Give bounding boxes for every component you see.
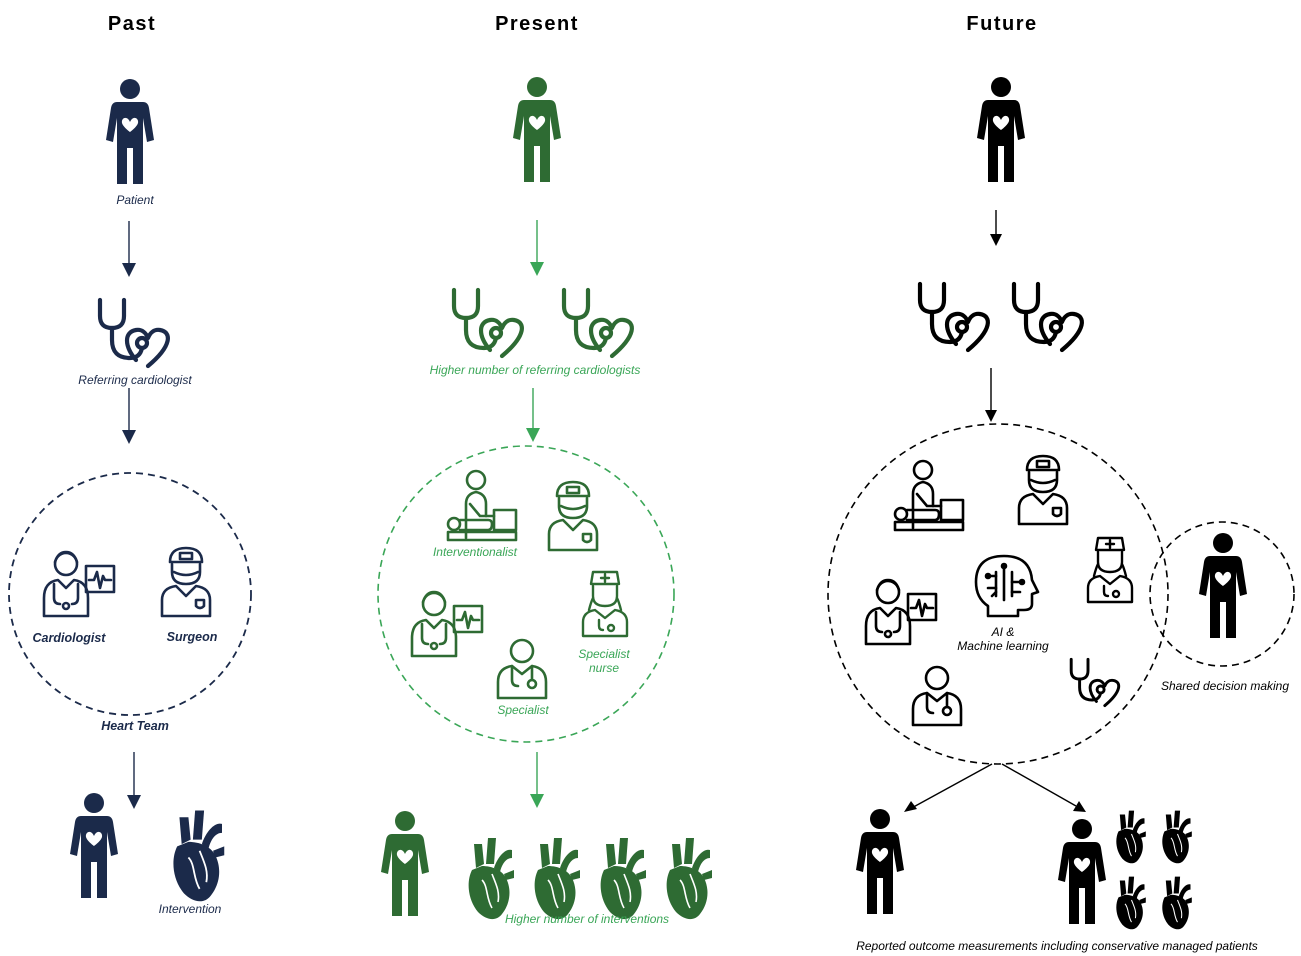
heart-icon — [533, 837, 581, 920]
heart-icon — [599, 837, 647, 920]
present-heading: Present — [495, 13, 579, 35]
present-team-circle — [377, 445, 675, 743]
surgeon-icon — [547, 480, 599, 552]
stethoscope-heart-icon — [1014, 284, 1082, 350]
specialist-nurse-label-2: nurse — [589, 661, 619, 675]
past-column: Patient Referring cardiologist Cardiolog… — [8, 79, 252, 916]
ai-label: AI & — [991, 625, 1015, 639]
present-referrer-label: Higher number of referring cardiologists — [430, 363, 641, 377]
stethoscope-heart-icon — [1069, 657, 1121, 708]
patient-icon — [513, 77, 561, 182]
heart-icon — [1161, 810, 1193, 864]
arrow-head — [904, 801, 917, 812]
nurse-icon — [1086, 536, 1134, 604]
heart-icon — [1115, 876, 1147, 930]
future-team-circle — [827, 423, 1169, 765]
present-column: Higher number of referring cardiologists… — [377, 77, 713, 926]
arrow-head — [985, 410, 997, 422]
patient-icon — [977, 77, 1025, 182]
specialist-nurse-label: Specialist — [578, 647, 630, 661]
future-heading: Future — [966, 13, 1037, 35]
heart-team-label: Heart Team — [101, 719, 169, 733]
past-outcome-label: Intervention — [159, 902, 222, 916]
nurse-icon — [581, 570, 629, 638]
past-heading: Past — [108, 13, 156, 35]
surgeon-icon — [1017, 454, 1069, 526]
patient-icon — [381, 811, 429, 916]
arrow-head — [1073, 801, 1086, 812]
patient-icon — [856, 809, 904, 914]
patient-icon — [1058, 819, 1106, 924]
stethoscope-heart-icon — [920, 284, 988, 350]
heart-team-circle — [8, 472, 252, 716]
future-column: AI & Machine learning Shared decision ma… — [827, 77, 1295, 953]
patient-icon — [70, 793, 118, 898]
ai-label-2: Machine learning — [957, 639, 1049, 653]
arrow-head — [990, 234, 1002, 246]
arrow-head — [530, 262, 544, 276]
heart-icon — [172, 809, 226, 903]
interventionalist-icon — [446, 469, 518, 542]
heart-icon — [665, 837, 713, 920]
present-outcome-label: Higher number of interventions — [505, 912, 669, 926]
arrow-head — [122, 263, 136, 277]
heart-icon — [467, 837, 515, 920]
heart-icon — [1161, 876, 1193, 930]
surgeon-label: Surgeon — [167, 630, 218, 644]
stethoscope-heart-icon — [100, 300, 168, 366]
patient-icon — [106, 79, 154, 184]
interventionalist-label: Interventionalist — [433, 545, 518, 559]
stethoscope-heart-icon — [454, 290, 522, 356]
cardiologist-label: Cardiologist — [33, 631, 107, 645]
cardiologist-icon — [864, 578, 938, 646]
arrow-head — [122, 430, 136, 444]
specialist-icon — [496, 638, 548, 700]
heart-icon — [1115, 810, 1147, 864]
arrow-head — [526, 428, 540, 442]
specialist-icon — [911, 665, 963, 727]
arrow-head — [127, 795, 141, 809]
cardiologist-icon — [42, 550, 116, 618]
ai-head-icon — [974, 554, 1040, 618]
past-referrer-label: Referring cardiologist — [78, 373, 192, 387]
cardiologist-icon — [410, 590, 484, 658]
stethoscope-heart-icon — [564, 290, 632, 356]
past-patient-label: Patient — [116, 193, 154, 207]
interventionalist-icon — [893, 459, 965, 532]
shared-decision-circle — [1149, 521, 1295, 667]
shared-decision-label: Shared decision making — [1161, 679, 1289, 693]
arrow-head — [530, 794, 544, 808]
surgeon-icon — [160, 546, 212, 618]
patient-icon — [1199, 533, 1247, 638]
future-outcome-label: Reported outcome measurements including … — [856, 939, 1258, 953]
specialist-label: Specialist — [497, 703, 549, 717]
